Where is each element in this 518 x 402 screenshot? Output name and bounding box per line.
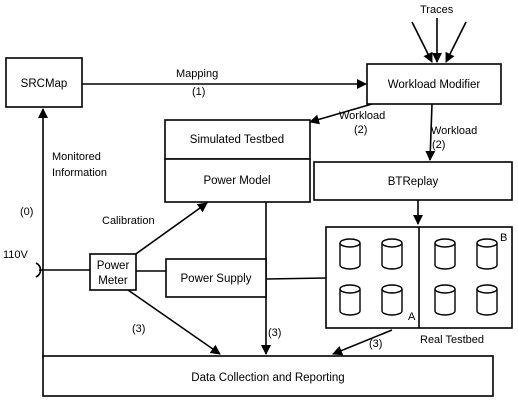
workload-to-simulated-arrow — [309, 103, 373, 125]
supply-to-testbed-line — [265, 277, 327, 280]
power-meter-label-line1: Power — [97, 260, 130, 272]
monitored-label-line2: Information — [52, 167, 107, 179]
simulated-testbed-label: Simulated Testbed — [190, 134, 284, 146]
disk-icon — [476, 284, 498, 316]
mapping-step-label: (1) — [192, 86, 205, 98]
testbed-to-data-arrow — [332, 329, 393, 356]
srcmap-node: SRCMap — [5, 57, 83, 108]
workload-modifier-label: Workload Modifier — [388, 79, 481, 91]
srcmap-box — [5, 57, 83, 108]
power-meter-label-line2: Meter — [98, 275, 128, 287]
workload-left-step-label: (2) — [354, 124, 367, 136]
traces-label: Traces — [420, 4, 454, 16]
workload-to-btreplay-arrow — [425, 103, 436, 161]
srcmap-label: SRCMap — [21, 78, 68, 90]
trace-arrow-3 — [445, 21, 467, 63]
workload-right-label: Workload — [431, 125, 477, 137]
real-testbed-node: A B — [325, 226, 513, 329]
monitored-label-line1: Monitored — [52, 151, 101, 163]
disk-icon — [381, 238, 403, 270]
meter-to-data-step-label: (3) — [132, 323, 145, 335]
workload-modifier-node: Workload Modifier — [366, 63, 502, 105]
power-supply-node: Power Supply — [165, 258, 267, 298]
power-model-node: Power Model — [164, 158, 311, 203]
disk-icon — [381, 284, 403, 316]
btreplay-box — [313, 161, 513, 201]
workload-modifier-box — [366, 63, 502, 105]
power-model-to-data-step-label: (3) — [268, 327, 281, 339]
real-testbed-label: Real Testbed — [420, 334, 484, 346]
mapping-label: Mapping — [176, 68, 218, 80]
monitored-step-label: (0) — [20, 206, 33, 218]
simulated-testbed-node: Simulated Testbed — [164, 119, 311, 160]
data-collection-box — [42, 355, 494, 397]
calibration-arrow — [132, 202, 208, 257]
disk-icon — [476, 238, 498, 270]
disk-icon — [434, 284, 456, 316]
meter-to-data-arrow — [127, 289, 221, 355]
input-voltage-label: 110V — [3, 249, 29, 261]
calibration-label: Calibration — [102, 215, 155, 227]
data-collection-label: Data Collection and Reporting — [191, 372, 344, 384]
workload-left-label: Workload — [339, 110, 385, 122]
trace-arrow-1 — [411, 21, 433, 63]
group-a-label: A — [408, 311, 416, 323]
btreplay-label: BTReplay — [388, 176, 439, 188]
data-collection-node: Data Collection and Reporting — [42, 355, 494, 397]
disk-array — [339, 238, 498, 316]
power-supply-label: Power Supply — [181, 273, 252, 285]
power-model-label: Power Model — [203, 175, 270, 187]
power-meter-box — [89, 253, 137, 291]
power-meter-node: Power Meter — [89, 253, 137, 291]
disk-icon — [339, 238, 361, 270]
disk-icon — [339, 284, 361, 316]
group-b-label: B — [500, 232, 507, 244]
testbed-to-data-step-label: (3) — [369, 338, 382, 350]
workload-right-step-label: (2) — [432, 139, 445, 151]
power-model-box — [164, 158, 311, 203]
power-supply-box — [165, 258, 267, 298]
btreplay-node: BTReplay — [313, 161, 513, 201]
disk-icon — [434, 238, 456, 270]
